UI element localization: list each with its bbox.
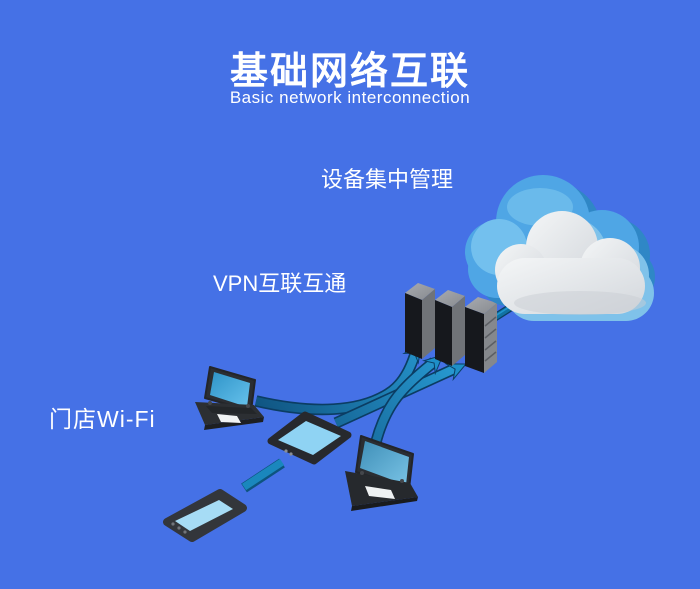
server-rack-icon [405,283,497,373]
laptop-icon-2 [345,435,418,511]
label-device-central-management: 设备集中管理 [321,167,454,192]
tablet-icon [267,411,352,465]
server-tower-1 [405,283,435,359]
page-subtitle: Basic network interconnection [229,88,471,107]
label-store-wifi: 门店Wi-Fi [49,406,156,432]
cloud-icon [465,175,655,321]
arrow-icon-laptop2-to-server [366,354,444,463]
page-title: 基础网络互联 [229,51,470,93]
link-line-icon-phone-tablet [241,458,285,493]
smartphone-icon [163,489,247,542]
server-tower-2 [435,290,465,366]
cloud-shading [514,291,646,315]
laptop-icon-1 [195,366,264,430]
server-tower-3 [465,297,497,373]
label-vpn-interconnection: VPN互联互通 [213,271,347,296]
